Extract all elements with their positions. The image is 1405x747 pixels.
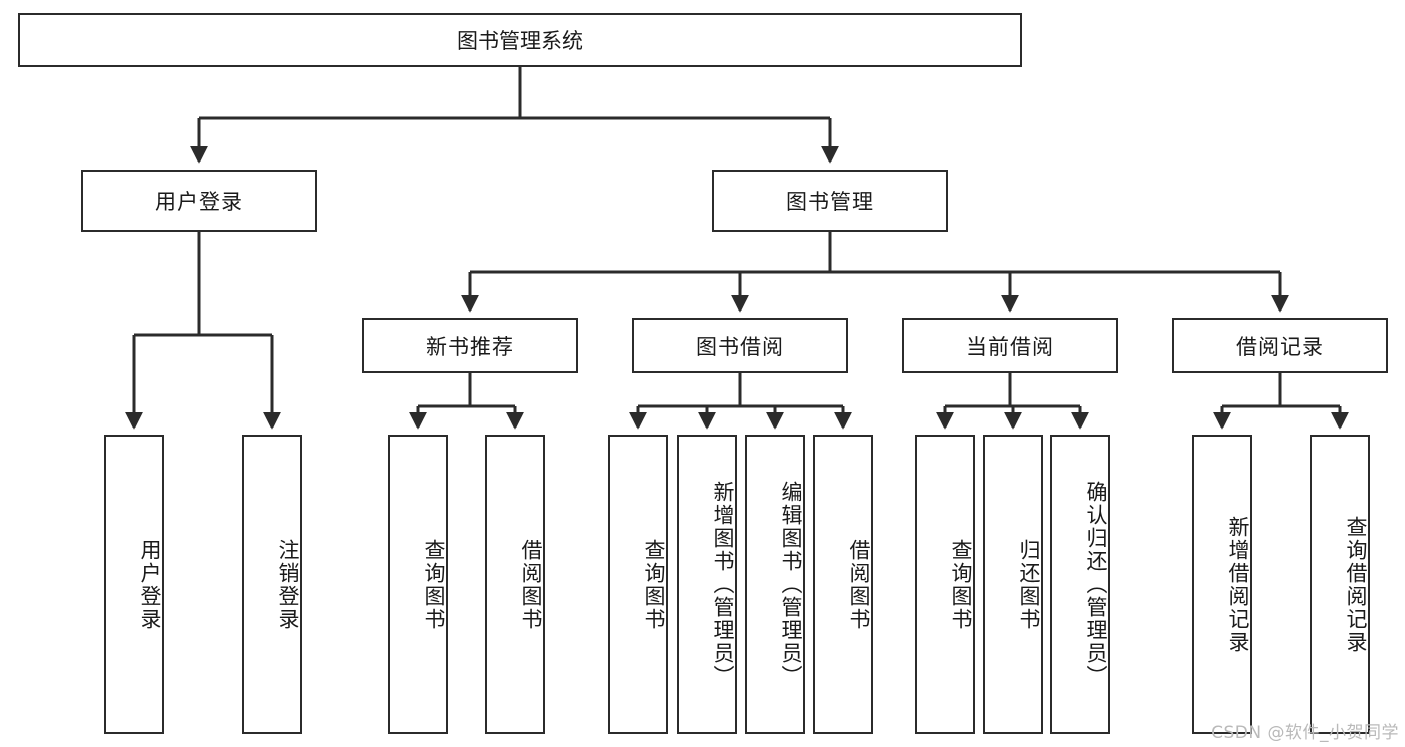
node-leaf-query-book-1[interactable]: 查询图书 xyxy=(388,435,448,734)
node-label: 借阅图书 xyxy=(847,538,871,631)
node-leaf-query-book-3[interactable]: 查询图书 xyxy=(915,435,975,734)
node-leaf-edit-book[interactable]: 编辑图书（管理员） xyxy=(745,435,805,734)
node-label: 新增借阅记录 xyxy=(1226,515,1250,654)
node-leaf-query-book-2[interactable]: 查询图书 xyxy=(608,435,668,734)
node-new-book-recommend[interactable]: 新书推荐 xyxy=(362,318,578,373)
node-leaf-user-logout[interactable]: 注销登录 xyxy=(242,435,302,734)
node-label: 归还图书 xyxy=(1017,538,1041,631)
node-book-borrow[interactable]: 图书借阅 xyxy=(632,318,848,373)
node-label: 查询图书 xyxy=(422,538,446,631)
node-user-login[interactable]: 用户登录 xyxy=(81,170,317,232)
node-label: 用户登录 xyxy=(138,538,162,631)
node-label: 查询图书 xyxy=(642,538,666,631)
node-label: 借阅记录 xyxy=(1236,334,1324,359)
node-label: 图书管理系统 xyxy=(457,29,583,53)
node-label: 注销登录 xyxy=(276,538,300,631)
watermark-text: CSDN @软件_小贺同学 xyxy=(1211,723,1399,743)
node-label: 查询借阅记录 xyxy=(1344,515,1368,654)
node-leaf-confirm-return[interactable]: 确认归还（管理员） xyxy=(1050,435,1110,734)
node-label: 查询图书 xyxy=(949,538,973,631)
node-root-system[interactable]: 图书管理系统 xyxy=(18,13,1022,67)
node-label: 新增图书（管理员） xyxy=(711,481,735,688)
node-borrow-record[interactable]: 借阅记录 xyxy=(1172,318,1388,373)
node-leaf-borrow-book-1[interactable]: 借阅图书 xyxy=(485,435,545,734)
node-label: 确认归还（管理员） xyxy=(1084,481,1108,688)
node-leaf-borrow-book-2[interactable]: 借阅图书 xyxy=(813,435,873,734)
node-leaf-add-book[interactable]: 新增图书（管理员） xyxy=(677,435,737,734)
node-leaf-user-login[interactable]: 用户登录 xyxy=(104,435,164,734)
node-label: 编辑图书（管理员） xyxy=(779,481,803,688)
node-label: 当前借阅 xyxy=(966,334,1054,359)
node-label: 借阅图书 xyxy=(519,538,543,631)
node-label: 图书借阅 xyxy=(696,334,784,359)
node-current-borrow[interactable]: 当前借阅 xyxy=(902,318,1118,373)
node-label: 新书推荐 xyxy=(426,334,514,359)
node-leaf-return-book[interactable]: 归还图书 xyxy=(983,435,1043,734)
node-leaf-add-record[interactable]: 新增借阅记录 xyxy=(1192,435,1252,734)
node-label: 图书管理 xyxy=(786,190,874,214)
node-book-manage[interactable]: 图书管理 xyxy=(712,170,948,232)
node-leaf-query-record[interactable]: 查询借阅记录 xyxy=(1310,435,1370,734)
node-label: 用户登录 xyxy=(155,190,243,214)
